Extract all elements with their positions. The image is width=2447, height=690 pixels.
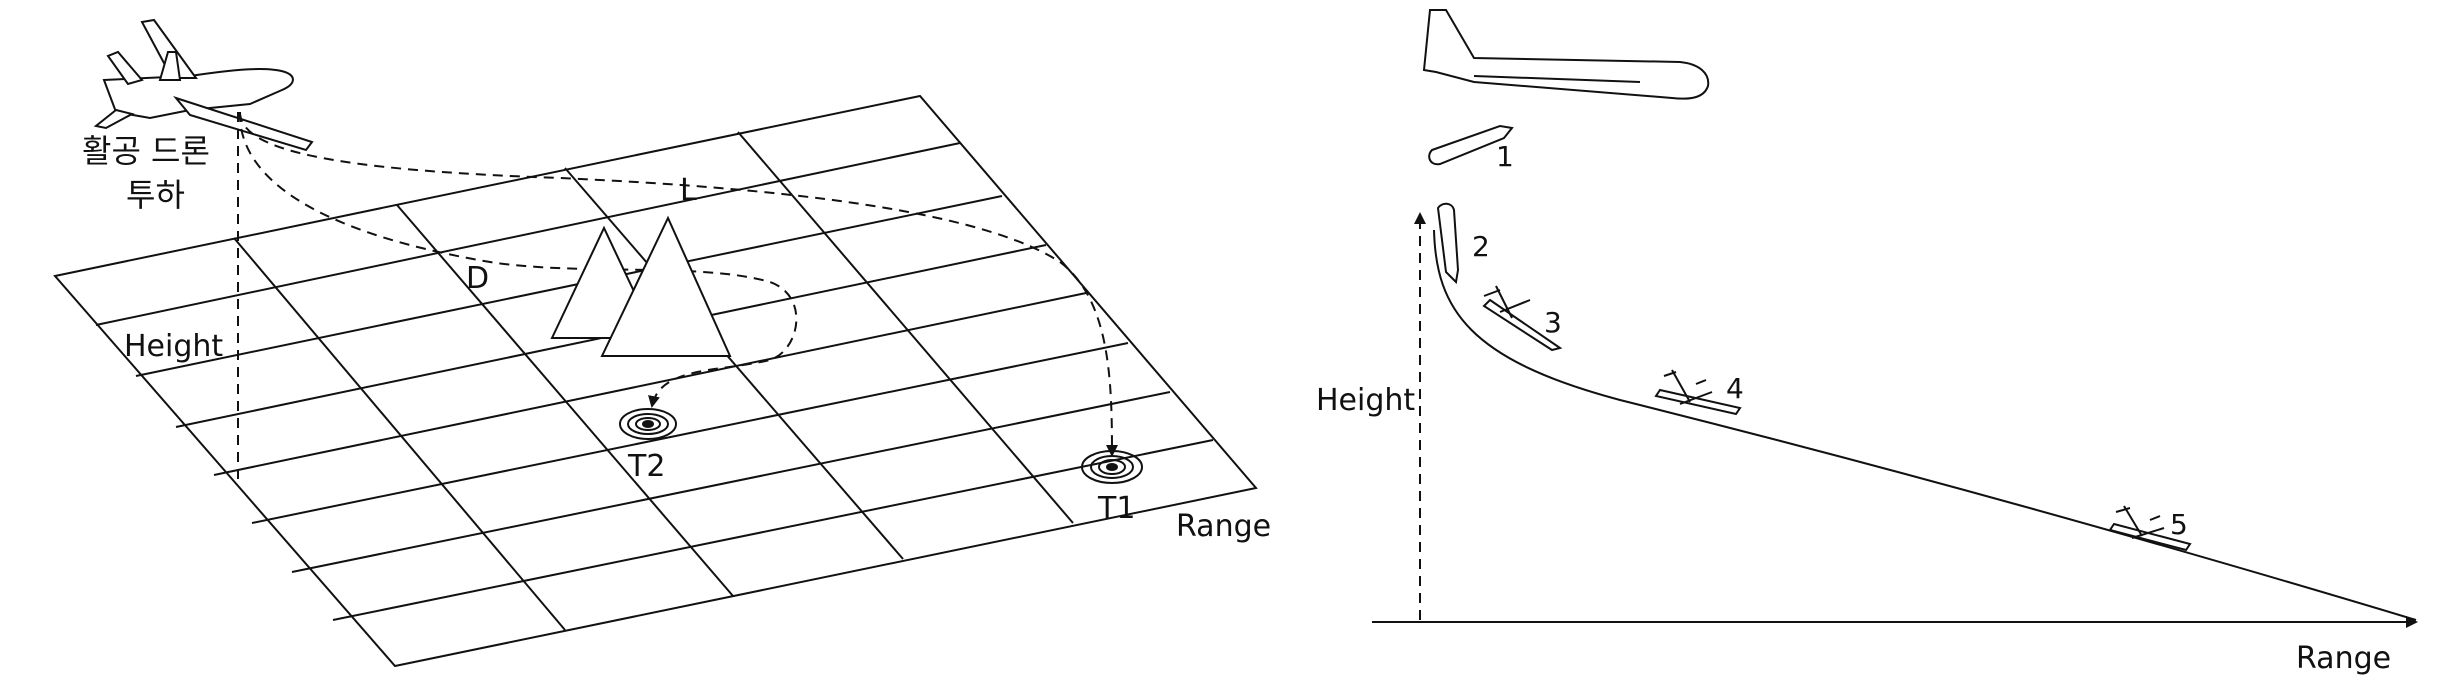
stage-1-canister-icon — [1428, 124, 1514, 166]
ground-grid — [53, 94, 1258, 668]
stage-4-label: 4 — [1726, 372, 1744, 405]
aircraft-icon — [93, 18, 314, 152]
right-height-label: Height — [1316, 383, 1415, 418]
drop-label-line2: 투하 — [126, 176, 185, 214]
stage-4-drone-icon — [1654, 369, 1742, 416]
point-l-label: L — [680, 173, 697, 208]
stage-1-label: 1 — [1496, 140, 1514, 173]
target-t1-icon — [1081, 450, 1143, 484]
drop-label-line1: 활공 드론 — [82, 132, 210, 170]
left-panel: 활공 드론 투하 Height Range D L T2 T1 — [53, 18, 1271, 668]
transport-aircraft-icon — [1422, 9, 1710, 100]
stage-2-label: 2 — [1472, 230, 1490, 263]
stage-5-label: 5 — [2170, 508, 2188, 541]
target-t1-label: T1 — [1097, 491, 1135, 526]
path-to-t1 — [239, 111, 1118, 457]
obstacle-l — [600, 215, 732, 357]
stage-3-drone-icon — [1482, 285, 1563, 352]
target-t2-icon — [619, 408, 677, 440]
grid-outline — [53, 94, 1258, 668]
target-t2-label: T2 — [627, 449, 665, 484]
right-range-label: Range — [2296, 641, 2391, 676]
right-panel: 1 2 3 4 5 Height Range — [1316, 9, 2418, 676]
left-range-label: Range — [1176, 509, 1271, 544]
path-to-t2 — [238, 111, 798, 408]
stage-5-drone-icon — [2108, 505, 2192, 552]
flight-paths — [238, 111, 1118, 457]
point-d-label: D — [466, 261, 489, 296]
left-height-label: Height — [124, 329, 223, 364]
stage-2-canister-icon — [1436, 202, 1460, 285]
descent-trajectory — [1433, 229, 2417, 621]
stage-3-label: 3 — [1544, 306, 1562, 339]
obstacles — [550, 215, 732, 357]
